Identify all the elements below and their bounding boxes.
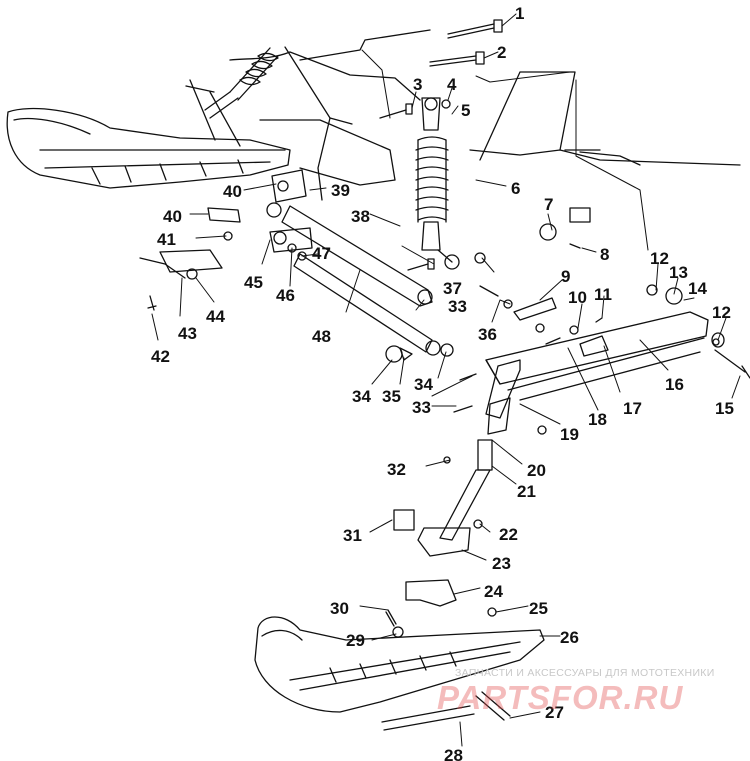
- callout-11: 11: [594, 285, 612, 304]
- callout-42: 42: [151, 347, 170, 366]
- callout-40b: 40: [163, 207, 182, 226]
- callout-21: 21: [517, 482, 536, 501]
- callout-35: 35: [382, 387, 401, 406]
- callout-34b: 34: [414, 375, 433, 394]
- callout-30: 30: [330, 599, 349, 618]
- radius-rod-upper: [281, 205, 433, 307]
- callout-13: 13: [669, 263, 688, 282]
- spindle-assembly: [393, 359, 521, 557]
- callout-26: 26: [560, 628, 579, 647]
- chassis-frame-illustration: [6, 29, 741, 201]
- radius-rod-lower: [293, 253, 441, 356]
- hardware-fasteners: [147, 19, 720, 638]
- callout-33b: 33: [412, 398, 431, 417]
- callout-32: 32: [387, 460, 406, 479]
- callout-5: 5: [461, 101, 470, 120]
- callout-19: 19: [560, 425, 579, 444]
- callout-28: 28: [444, 746, 463, 761]
- callout-18: 18: [588, 410, 607, 429]
- callout-14: 14: [688, 279, 707, 298]
- callout-45: 45: [244, 273, 263, 292]
- ski-saddle: [405, 579, 457, 607]
- callout-22: 22: [499, 525, 518, 544]
- callout-33a: 33: [448, 297, 467, 316]
- callout-41: 41: [157, 230, 176, 249]
- callout-8: 8: [600, 245, 609, 264]
- callout-15: 15: [715, 399, 734, 418]
- callout-38: 38: [351, 207, 370, 226]
- trailing-arm: [485, 311, 750, 401]
- callout-34a: 34: [352, 387, 371, 406]
- front-shock-absorber: [415, 97, 460, 270]
- callout-39: 39: [331, 181, 350, 200]
- callout-10: 10: [568, 288, 587, 307]
- callout-4: 4: [447, 75, 457, 94]
- callout-labels: 1 2 3 4 5 6 7 8 9 10 11 12 13 14 12 15 1…: [151, 4, 734, 761]
- callout-29: 29: [346, 631, 365, 650]
- callout-16: 16: [665, 375, 684, 394]
- callout-27: 27: [545, 703, 564, 722]
- callout-25: 25: [529, 599, 548, 618]
- callout-2: 2: [497, 43, 506, 62]
- callout-6: 6: [511, 179, 520, 198]
- callout-47: 47: [312, 244, 331, 263]
- leader-lines: [151, 13, 741, 747]
- callout-46: 46: [276, 286, 295, 305]
- callout-17: 17: [623, 399, 642, 418]
- callout-43: 43: [178, 324, 197, 343]
- callout-37: 37: [443, 279, 462, 298]
- callout-1: 1: [515, 4, 524, 23]
- callout-20: 20: [527, 461, 546, 480]
- callout-12b: 12: [712, 303, 731, 322]
- front-ski: [254, 616, 545, 731]
- callout-23: 23: [492, 554, 511, 573]
- callout-48: 48: [312, 327, 331, 346]
- callout-3: 3: [413, 75, 422, 94]
- callout-7: 7: [544, 195, 553, 214]
- rear-shock-illustration: [204, 47, 279, 119]
- watermark-caption: ЗАПЧАСТИ И АКСЕССУАРЫ ДЛЯ МОТОТЕХНИКИ: [455, 667, 715, 679]
- watermark-brand-logo: PARTSFOR.RU: [437, 679, 684, 716]
- mounting-links: [139, 169, 313, 279]
- callout-31: 31: [343, 526, 362, 545]
- callout-9: 9: [561, 267, 570, 286]
- callout-12a: 12: [650, 249, 669, 268]
- callout-24: 24: [484, 582, 503, 601]
- callout-36: 36: [478, 325, 497, 344]
- callout-40a: 40: [223, 182, 242, 201]
- callout-44: 44: [206, 307, 225, 326]
